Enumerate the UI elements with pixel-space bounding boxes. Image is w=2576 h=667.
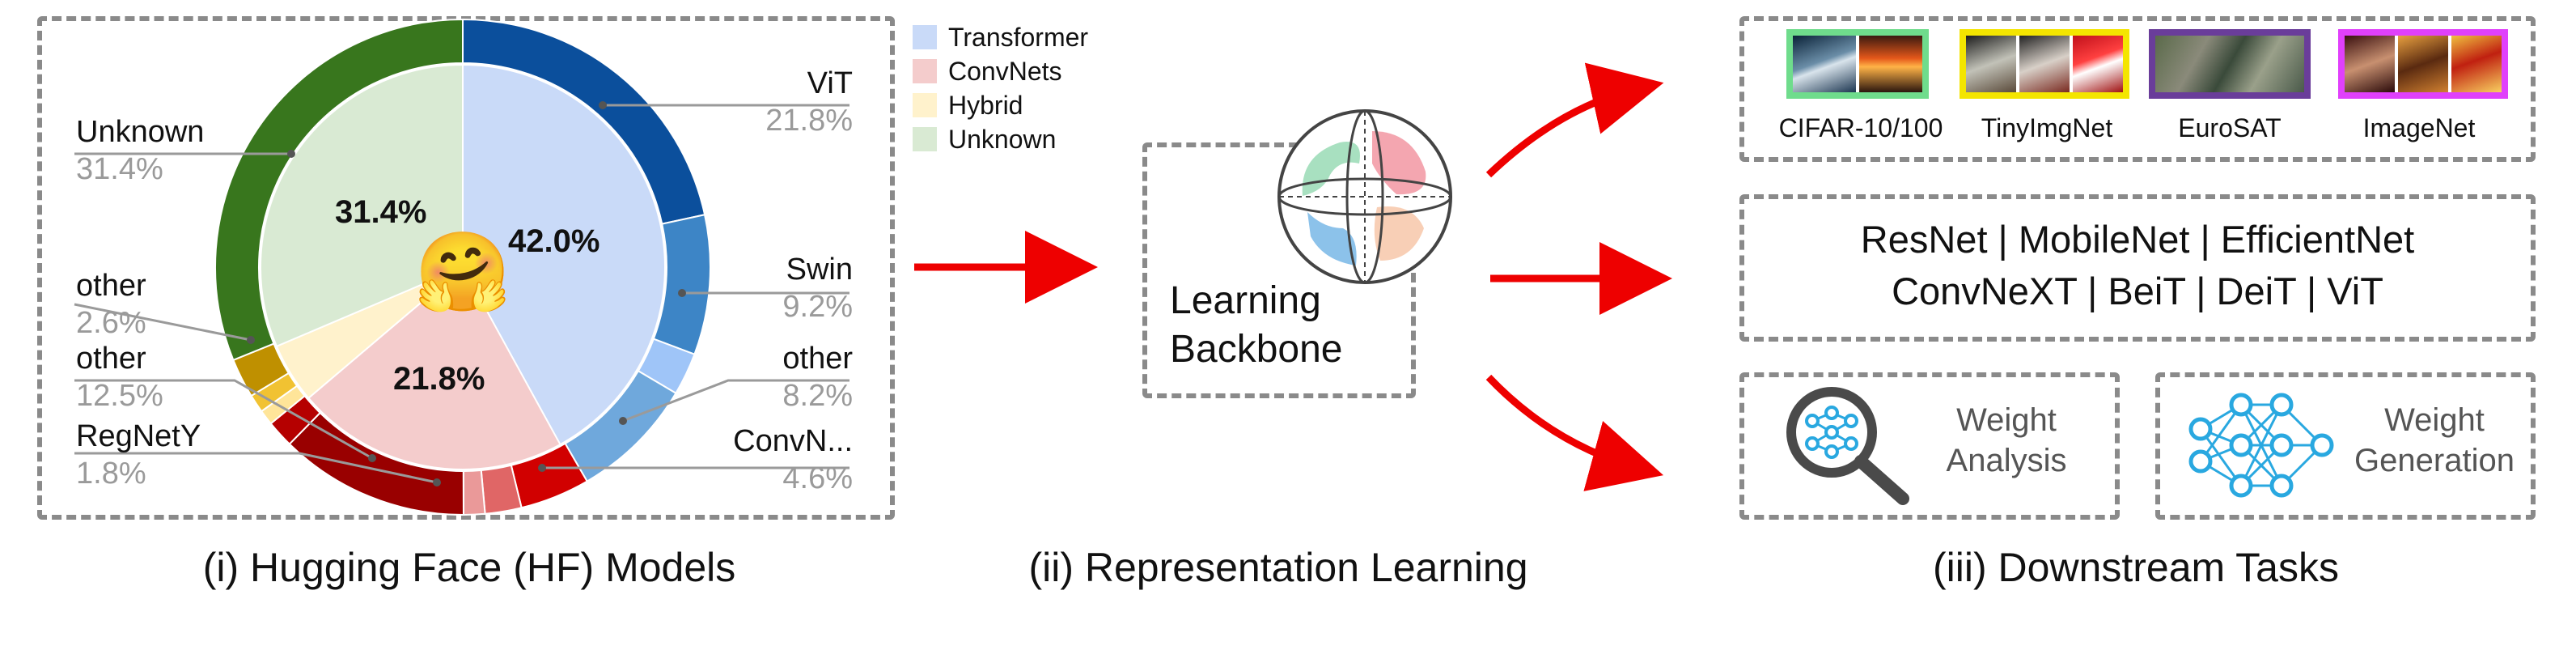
- nn-node: [2310, 433, 2334, 457]
- nn-edge: [2239, 404, 2283, 486]
- legend-item-convnets: ConvNets: [913, 55, 1062, 87]
- outer-label-name: Swin: [786, 253, 853, 287]
- dataset-thumbnail: [2073, 36, 2123, 92]
- nn-node: [2188, 449, 2213, 474]
- caption-hf-models: (i) Hugging Face (HF) Models: [202, 545, 736, 590]
- outer-label-regnety: RegNetY 1.8%: [76, 418, 201, 492]
- legend-swatch: [913, 127, 937, 151]
- dataset-thumbnails-imagenet: [2338, 29, 2508, 99]
- task-label-line: Analysis: [1946, 443, 2067, 478]
- dataset-thumbnail: [1966, 36, 2016, 92]
- inner-slice-0: [462, 63, 666, 446]
- weight-analysis-label: Weight Analysis: [1926, 400, 2087, 481]
- legend-swatch: [913, 25, 937, 49]
- arrows: [914, 62, 1672, 491]
- dataset-label-imagenet: ImageNet: [2362, 113, 2476, 142]
- architectures-box: [1739, 194, 2536, 342]
- dataset-label-cifar: CIFAR-10/100: [1778, 113, 1943, 142]
- hugging-face-emoji-icon: 🤗: [414, 229, 511, 316]
- dataset-thumbnail: [2398, 36, 2448, 92]
- magnifier-network-icon: [1786, 387, 1909, 505]
- leader-line-regnety: [74, 452, 438, 484]
- outer-label-name: other: [76, 342, 146, 376]
- architectures-line1: ResNet | MobileNet | EfficientNet: [1860, 218, 2415, 261]
- legend-swatch: [913, 59, 937, 83]
- outer-label-name: Unknown: [76, 115, 205, 149]
- outer-label-name: RegNetY: [76, 419, 201, 453]
- legend-item-hybrid: Hybrid: [913, 89, 1023, 121]
- caption-representation-learning: (ii) Representation Learning: [1028, 545, 1528, 590]
- outer-label-value: 4.6%: [782, 461, 853, 495]
- latent-sphere-icon: [1277, 109, 1452, 284]
- outer-label-other-convnets: other 12.5%: [76, 340, 163, 414]
- dataset-thumbnail: [1793, 36, 1856, 92]
- dataset-thumbnails-cifar: [1786, 29, 1929, 99]
- outer-label-value: 31.4%: [76, 152, 163, 186]
- legend-swatch: [913, 93, 937, 117]
- backbone-label-line2: Backbone: [1170, 328, 1343, 371]
- caption-downstream-tasks: (iii) Downstream Tasks: [1933, 545, 2339, 590]
- outer-label-name: other: [782, 342, 853, 376]
- dataset-thumbnail: [2451, 36, 2502, 92]
- inner-slice-1: [307, 266, 561, 470]
- neural-network-icon: [2188, 393, 2334, 498]
- inner-label-unknown: 31.4%: [335, 194, 427, 230]
- nn-node: [2269, 393, 2294, 417]
- dataset-thumbnail: [1859, 36, 1922, 92]
- nn-node: [2229, 474, 2253, 498]
- dataset-thumbnail: [2155, 36, 2304, 92]
- task-label-line: Generation: [2354, 443, 2515, 478]
- outer-label-vit: ViT 21.8%: [765, 65, 853, 139]
- outer-label-name: ViT: [807, 66, 853, 100]
- leader-line-other-transformer: [622, 379, 849, 423]
- task-label-line: Weight: [1956, 402, 2057, 438]
- arrow-to-datasets: [1485, 62, 1664, 178]
- nn-node: [2188, 417, 2213, 441]
- inner-label-transformer: 42.0%: [508, 223, 600, 259]
- outer-label-name: ConvN...: [733, 424, 853, 458]
- leader-line-other-convnets: [74, 379, 373, 460]
- weight-generation-box: [2155, 372, 2536, 520]
- outer-label-value: 8.2%: [782, 379, 853, 413]
- outer-label-unknown: Unknown 31.4%: [76, 113, 204, 188]
- outer-label-value: 9.2%: [782, 290, 853, 324]
- outer-label-value: 2.6%: [76, 306, 146, 340]
- legend-item-transformer: Transformer: [913, 21, 1088, 53]
- architectures-line2: ConvNeXT | BeiT | DeiT | ViT: [1892, 270, 2383, 312]
- outer-label-other-hybrid: other 2.6%: [76, 267, 146, 342]
- dataset-thumbnails-tinyimagenet: [1960, 29, 2129, 99]
- nn-node: [2269, 474, 2294, 498]
- arrow-to-tasks: [1485, 374, 1664, 491]
- outer-label-value: 12.5%: [76, 379, 163, 413]
- legend-item-unknown: Unknown: [913, 123, 1056, 155]
- dataset-thumbnail: [2019, 36, 2070, 92]
- outer-slice-12: [214, 18, 464, 362]
- outer-label-other-transformer: other 8.2%: [782, 340, 853, 414]
- legend-label: Transformer: [948, 22, 1089, 52]
- outer-label-value: 1.8%: [76, 457, 146, 491]
- nn-node: [2229, 393, 2253, 417]
- nn-node: [2229, 433, 2253, 457]
- nn-node: [2269, 433, 2294, 457]
- dataset-label-tinyimagenet: TinyImgNet: [1981, 113, 2113, 142]
- legend-label: Unknown: [948, 124, 1057, 154]
- outer-label-convnext: ConvN... 4.6%: [733, 423, 853, 497]
- task-label-line: Weight: [2384, 402, 2485, 438]
- legend-label: ConvNets: [948, 56, 1062, 86]
- outer-label-value: 21.8%: [765, 104, 853, 138]
- leader-line-other-hybrid1: [74, 303, 252, 342]
- backbone-label-line1: Learning: [1170, 279, 1321, 322]
- dataset-label-eurosat: EuroSAT: [2178, 113, 2282, 142]
- inner-label-convnets: 21.8%: [393, 361, 485, 397]
- dataset-thumbnail: [2345, 36, 2395, 92]
- model-distribution-donut: [74, 18, 849, 516]
- outer-label-name: other: [76, 269, 146, 303]
- outer-label-swin: Swin 9.2%: [782, 251, 853, 325]
- legend-label: Hybrid: [948, 90, 1023, 120]
- dataset-thumbnails-eurosat: [2149, 29, 2311, 99]
- weight-generation-label: Weight Generation: [2349, 400, 2519, 481]
